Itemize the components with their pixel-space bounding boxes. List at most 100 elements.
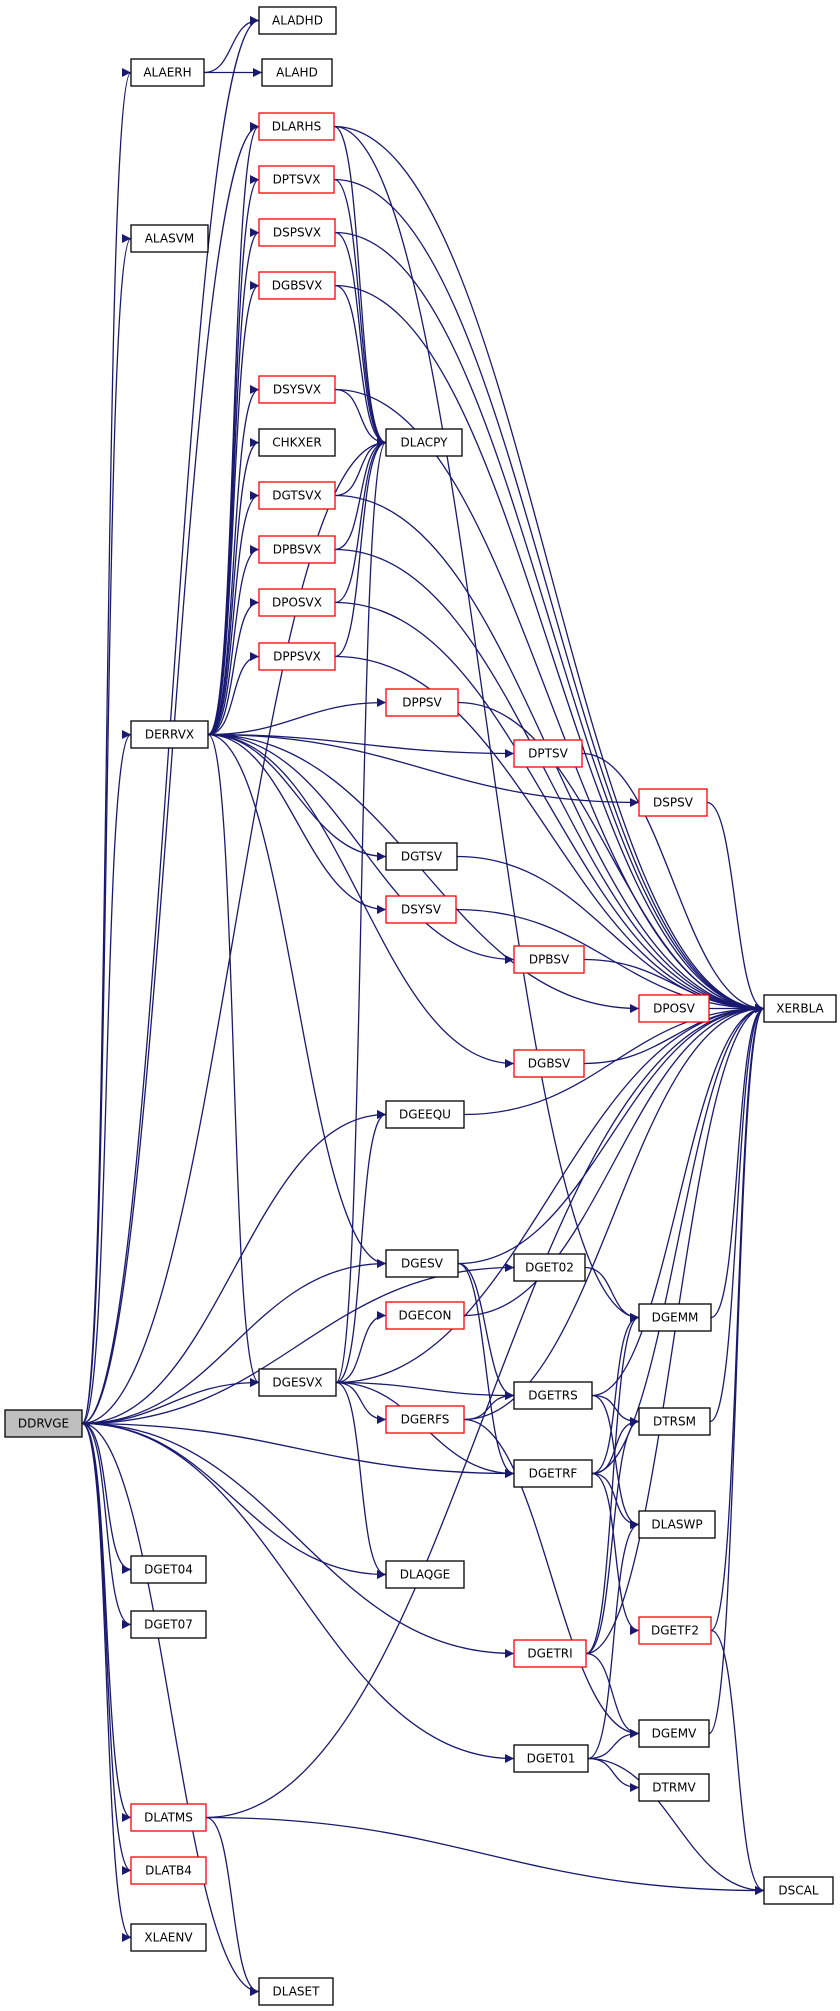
node-dgerfs[interactable]: DGERFS bbox=[385, 1405, 465, 1434]
edge-line bbox=[334, 231, 765, 1013]
node-dgesv[interactable]: DGESV bbox=[385, 1249, 459, 1278]
node-dptsv[interactable]: DPTSV bbox=[513, 739, 583, 768]
edge-derrvx-to-dposvx bbox=[207, 598, 260, 736]
edge-layer bbox=[81, 16, 765, 1996]
node-dgtsv[interactable]: DGTSV bbox=[385, 842, 458, 871]
node-label: DGEMM bbox=[652, 1311, 699, 1325]
node-label: XERBLA bbox=[776, 1002, 824, 1016]
node-box bbox=[385, 1405, 465, 1434]
node-dgetri[interactable]: DGETRI bbox=[513, 1639, 587, 1668]
edge-dgesvx-to-xerbla bbox=[335, 1004, 765, 1384]
node-dget02[interactable]: DGET02 bbox=[513, 1253, 586, 1282]
edge-line bbox=[207, 733, 515, 758]
node-dsysvx[interactable]: DSYSVX bbox=[258, 375, 336, 404]
node-dgemm[interactable]: DGEMM bbox=[638, 1303, 712, 1332]
node-box bbox=[130, 1856, 207, 1885]
node-dgbsv[interactable]: DGBSV bbox=[513, 1049, 585, 1078]
edge-line bbox=[584, 1266, 640, 1322]
node-dptsvx[interactable]: DPTSVX bbox=[258, 165, 335, 194]
edge-dgeequ-to-xerbla bbox=[463, 1004, 765, 1116]
edge-line bbox=[207, 733, 640, 807]
node-dlatb4[interactable]: DLATB4 bbox=[130, 1856, 207, 1885]
node-dgesvx[interactable]: DGESVX bbox=[258, 1368, 337, 1397]
node-dgetf2[interactable]: DGETF2 bbox=[638, 1616, 712, 1645]
node-dget01[interactable]: DGET01 bbox=[513, 1744, 589, 1773]
node-dgemv[interactable]: DGEMV bbox=[638, 1719, 710, 1748]
node-dget07[interactable]: DGET07 bbox=[130, 1610, 207, 1639]
edge-line bbox=[334, 438, 387, 604]
node-dgetrs[interactable]: DGETRS bbox=[513, 1381, 593, 1410]
node-dlaset[interactable]: DLASET bbox=[258, 1977, 334, 2006]
node-dposvx[interactable]: DPOSVX bbox=[258, 588, 336, 617]
node-box bbox=[130, 1923, 207, 1952]
node-xlaenv[interactable]: XLAENV bbox=[130, 1923, 207, 1952]
edge-line bbox=[207, 733, 260, 1387]
node-xerbla[interactable]: XERBLA bbox=[763, 994, 837, 1023]
node-dpbsv[interactable]: DPBSV bbox=[513, 945, 585, 974]
edge-dgetrf-to-dlaswp bbox=[591, 1472, 640, 1529]
edge-dgesvx-to-dgecon bbox=[335, 1311, 387, 1384]
node-label: DSPSVX bbox=[273, 226, 321, 240]
edge-dget01-to-dgemv bbox=[587, 1729, 640, 1760]
node-box bbox=[130, 58, 205, 87]
edge-line bbox=[335, 1381, 387, 1424]
node-dlaqge[interactable]: DLAQGE bbox=[385, 1560, 465, 1589]
node-dppsvx[interactable]: DPPSVX bbox=[258, 642, 336, 671]
edge-dspsvx-to-dlacpy bbox=[334, 231, 387, 447]
node-label: DGTSV bbox=[401, 850, 443, 864]
node-dpbsvx[interactable]: DPBSVX bbox=[258, 535, 336, 564]
node-dgtsvx[interactable]: DGTSVX bbox=[258, 481, 336, 510]
node-layer: DDRVGE ALADHD ALAERH ALAHD ALASVM DERRVX DLARH… bbox=[4, 6, 837, 2006]
node-dposv[interactable]: DPOSV bbox=[638, 994, 710, 1023]
edge-dpbsvx-to-xerbla bbox=[334, 548, 765, 1013]
edge-line bbox=[710, 1004, 765, 1632]
node-aladhd[interactable]: ALADHD bbox=[258, 6, 337, 35]
node-box bbox=[258, 642, 336, 671]
node-label: ALAHD bbox=[276, 66, 318, 80]
edge-line bbox=[457, 701, 765, 1013]
node-dgecon[interactable]: DGECON bbox=[385, 1301, 465, 1330]
node-box bbox=[261, 58, 333, 87]
node-dtrmv[interactable]: DTRMV bbox=[638, 1773, 710, 1802]
node-dgetrf[interactable]: DGETRF bbox=[513, 1459, 593, 1488]
node-box bbox=[130, 1803, 207, 1832]
node-dscal[interactable]: DSCAL bbox=[763, 1876, 834, 1905]
node-box bbox=[130, 1555, 207, 1584]
edge-line bbox=[81, 1422, 260, 1996]
edge-dget01-to-dtrmv bbox=[587, 1757, 640, 1792]
node-dppsv[interactable]: DPPSV bbox=[385, 688, 459, 717]
node-label: DGETRF bbox=[529, 1467, 578, 1481]
edge-line bbox=[591, 1472, 640, 1529]
edge-line bbox=[81, 730, 132, 1425]
edge-dget01-to-dlaswp bbox=[587, 1520, 640, 1760]
node-label: DDRVGE bbox=[18, 1417, 69, 1431]
node-dtrsm[interactable]: DTRSM bbox=[638, 1407, 711, 1436]
node-box bbox=[638, 1773, 710, 1802]
node-alahd[interactable]: ALAHD bbox=[261, 58, 333, 87]
node-dlacpy[interactable]: DLACPY bbox=[385, 428, 463, 457]
node-dgbsvx[interactable]: DGBSVX bbox=[258, 271, 336, 300]
node-label: DPTSV bbox=[528, 747, 568, 761]
edge-line bbox=[587, 1757, 640, 1792]
edge-line bbox=[333, 178, 765, 1013]
node-dgeequ[interactable]: DGEEQU bbox=[385, 1100, 465, 1129]
node-dlatms[interactable]: DLATMS bbox=[130, 1803, 207, 1832]
edge-dptsv-to-xerbla bbox=[581, 752, 765, 1013]
node-chkxer[interactable]: CHKXER bbox=[258, 428, 336, 457]
node-derrvx[interactable]: DERRVX bbox=[130, 720, 209, 749]
node-alasvm[interactable]: ALASVM bbox=[130, 224, 209, 253]
node-dsysv[interactable]: DSYSV bbox=[385, 895, 457, 924]
node-label: DGETF2 bbox=[651, 1624, 699, 1638]
node-dlaswp[interactable]: DLASWP bbox=[638, 1510, 716, 1539]
node-dlarhs[interactable]: DLARHS bbox=[258, 112, 335, 141]
edge-line bbox=[335, 438, 387, 1384]
node-dspsvx[interactable]: DSPSVX bbox=[258, 218, 336, 247]
node-dspsv[interactable]: DSPSV bbox=[638, 788, 708, 817]
edge-line bbox=[585, 1417, 640, 1655]
node-label: XLAENV bbox=[144, 1931, 193, 1945]
node-label: DGEEQU bbox=[399, 1108, 451, 1122]
node-label: DPPSV bbox=[402, 696, 442, 710]
node-box bbox=[258, 535, 336, 564]
node-dget04[interactable]: DGET04 bbox=[130, 1555, 207, 1584]
node-alaerh[interactable]: ALAERH bbox=[130, 58, 205, 87]
